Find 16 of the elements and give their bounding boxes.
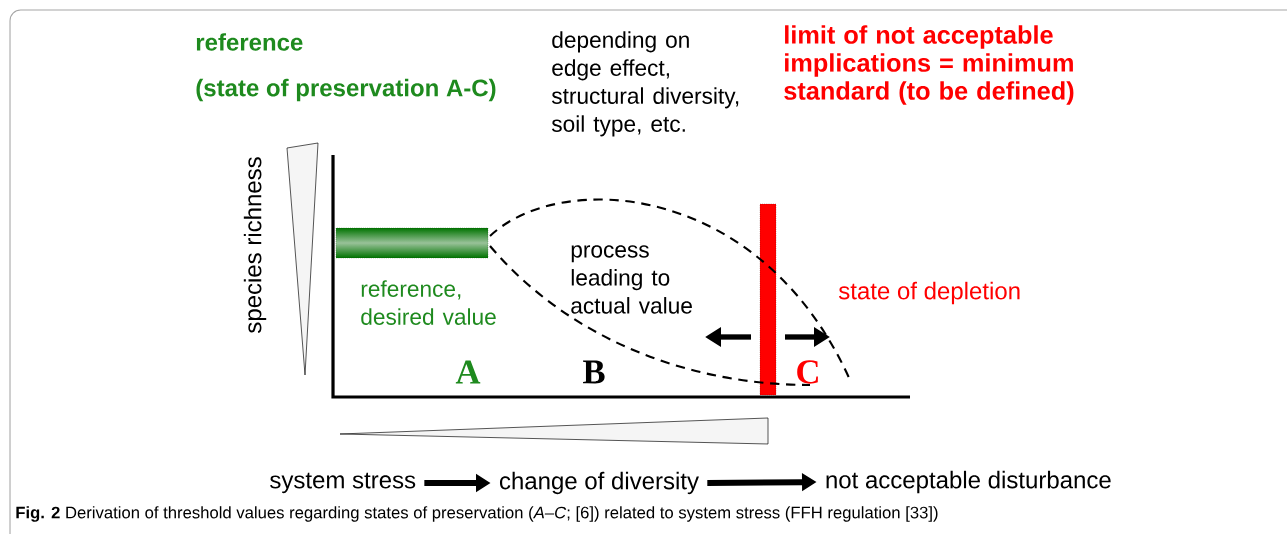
heading: reference	[196, 33, 303, 51]
caption: Fig. 2 Derivation of threshold values regarding states of preservation (A–C; [6]) related to system stress (FFH regulation [33])	[16, 506, 938, 522]
limit-text: limit of not acceptable implications = minimum standard (to be defined)	[784, 25, 1074, 105]
flow-text: system stress	[270, 472, 416, 494]
state-letter: B	[583, 360, 605, 384]
axis-label: species richness	[243, 157, 267, 334]
reference-text: reference, desired value	[361, 280, 496, 325]
note-text: depending on edge effect, structural diversity, soil type, etc.	[551, 31, 739, 137]
heading: (state of preservation A-C)	[196, 78, 496, 102]
process-text: process leading to actual value	[571, 245, 692, 314]
flow-text: change of diversity	[499, 471, 699, 495]
reference-bar	[335, 227, 489, 259]
flow-text: not acceptable disturbance	[826, 470, 1111, 494]
depletion-text: state of depletion	[838, 281, 1020, 305]
state-letter: A	[455, 360, 481, 384]
limit-bar	[759, 203, 777, 396]
